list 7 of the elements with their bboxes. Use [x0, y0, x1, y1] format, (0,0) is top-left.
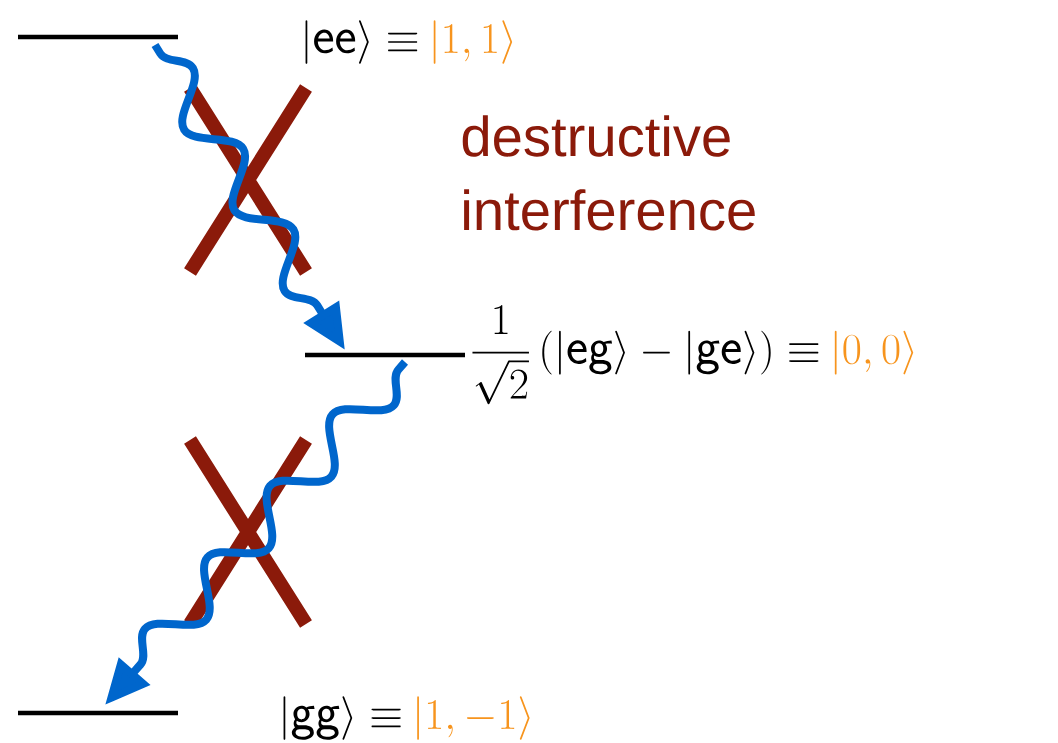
energy-level	[15, 710, 181, 716]
energy-level	[15, 34, 181, 40]
energy-level	[302, 352, 468, 358]
state-label: $|\mathsf{gg}\rangle \equiv$ $|1, -1\rangle$	[283, 696, 530, 740]
state-label: $|\mathsf{ee}\rangle \equiv$ $|1, 1\rangle$	[305, 20, 513, 64]
state-label: $\frac{1}{\sqrt{2}}\left(|\mathsf{eg}\rangle - |\mathsf{ge}\rangle\right) \equiv$ $|0, 0\rangle$	[472, 305, 914, 405]
annotation: destructive interference	[462, 115, 755, 231]
